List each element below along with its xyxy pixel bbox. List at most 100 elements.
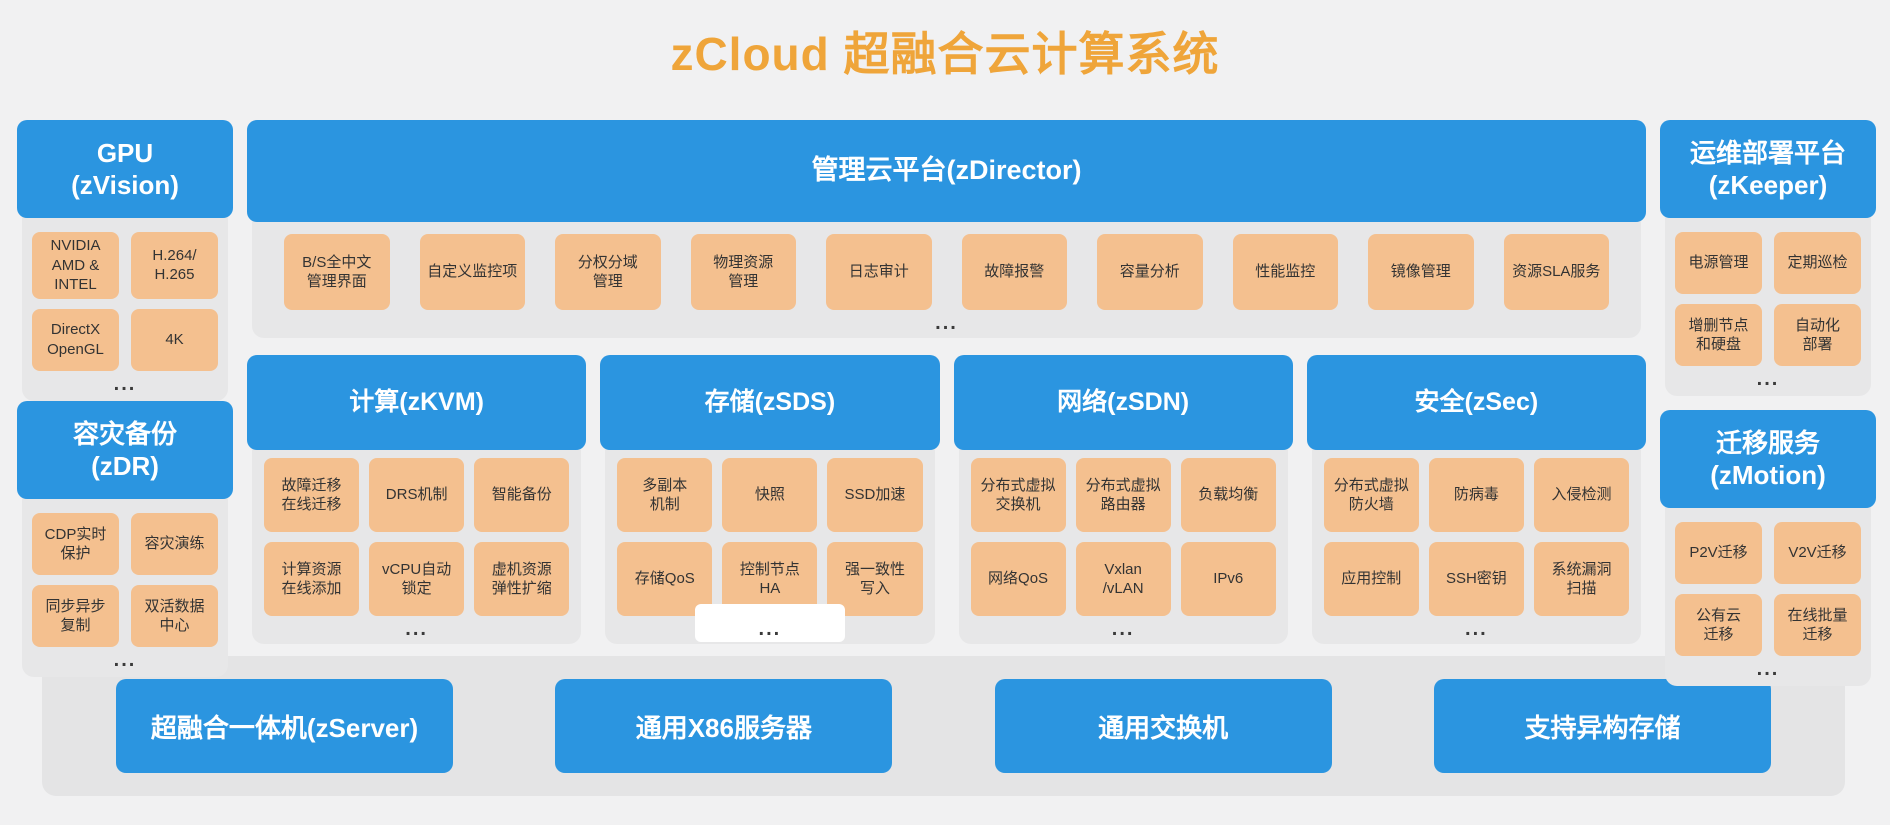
dr-section-body: CDP实时 保护 容灾演练 同步异步 复制 双活数据 中心 ... <box>22 487 228 677</box>
motion-section-body: P2V迁移 V2V迁移 公有云 迁移 在线批量 迁移 ... <box>1665 496 1871 686</box>
section-gpu-zvision: GPU (zVision) NVIDIA AMD & INTEL H.264/ … <box>17 120 233 401</box>
section-compute-zkvm: 计算(zKVM) 故障迁移 在线迁移 DRS机制 智能备份 计算资源 在线添加 … <box>247 355 587 644</box>
feature-box: 系统漏洞 扫描 <box>1533 542 1629 616</box>
feature-box: H.264/ H.265 <box>131 232 218 299</box>
feature-box: 负载均衡 <box>1180 458 1276 532</box>
keeper-title-line1: 运维部署平台 <box>1689 137 1846 168</box>
right-column: 运维部署平台 (zKeeper) 电源管理 定期巡检 增删节点 和硬盘 自动化 … <box>1660 120 1876 686</box>
section-storage-zsds: 存储(zSDS) 多副本 机制 快照 SSD加速 存储QoS 控制节点 HA 强… <box>600 355 940 644</box>
feature-box: NVIDIA AMD & INTEL <box>32 232 119 299</box>
section-director: 管理云平台(zDirector) B/S全中文 管理界面 自定义监控项 分权分域… <box>247 120 1646 338</box>
ellipsis: ... <box>1111 618 1135 640</box>
page-title: zCloud 超融合云计算系统 <box>670 28 1220 80</box>
feature-box: 多副本 机制 <box>617 458 713 532</box>
feature-box: DirectX OpenGL <box>32 308 119 371</box>
feature-box: V2V迁移 <box>1774 522 1861 584</box>
section-dr-zdr: 容灾备份 (zDR) CDP实时 保护 容灾演练 同步异步 复制 双活数据 中心… <box>17 401 233 677</box>
network-items-grid: 分布式虚拟 交换机 分布式虚拟 路由器 负载均衡 网络QoS Vxlan /vL… <box>970 458 1276 616</box>
compute-title-text: 计算(zKVM) <box>349 387 484 416</box>
keeper-items-grid: 电源管理 定期巡检 增删节点 和硬盘 自动化 部署 <box>1675 232 1861 366</box>
section-motion-zmotion: 迁移服务 (zMotion) P2V迁移 V2V迁移 公有云 迁移 在线批量 迁… <box>1660 410 1876 686</box>
feature-box: 同步异步 复制 <box>32 585 119 647</box>
feature-box: 自定义监控项 <box>419 234 525 310</box>
feature-box: 计算资源 在线添加 <box>264 542 360 616</box>
feature-box: 分布式虚拟 路由器 <box>1075 458 1171 532</box>
keeper-section-title: 运维部署平台 (zKeeper) <box>1660 120 1876 218</box>
feature-box: 容灾演练 <box>131 513 218 575</box>
hardware-box-zserver: 超融合一体机(zServer) <box>116 679 453 773</box>
feature-box: CDP实时 保护 <box>32 513 119 575</box>
feature-box: 防病毒 <box>1428 458 1524 532</box>
gpu-section-body: NVIDIA AMD & INTEL H.264/ H.265 DirectX … <box>22 206 228 401</box>
section-network-zsdn: 网络(zSDN) 分布式虚拟 交换机 分布式虚拟 路由器 负载均衡 网络QoS … <box>953 355 1293 644</box>
ellipsis: ... <box>758 618 782 640</box>
feature-box: 网络QoS <box>970 542 1066 616</box>
ellipsis: ... <box>935 312 958 334</box>
director-items-row: B/S全中文 管理界面 自定义监控项 分权分域 管理 物理资源 管理 日志审计 … <box>284 234 1609 310</box>
storage-title-text: 存储(zSDS) <box>704 387 836 416</box>
feature-box: 容量分析 <box>1097 234 1203 310</box>
feature-box: DRS机制 <box>369 458 465 532</box>
feature-box: 日志审计 <box>826 234 932 310</box>
motion-section-title: 迁移服务 (zMotion) <box>1660 410 1876 508</box>
feature-box: SSH密钥 <box>1428 542 1524 616</box>
feature-box: 分布式虚拟 交换机 <box>970 458 1066 532</box>
gpu-section-title: GPU (zVision) <box>17 120 233 218</box>
motion-items-grid: P2V迁移 V2V迁移 公有云 迁移 在线批量 迁移 <box>1675 522 1861 656</box>
ellipsis: ... <box>1465 618 1488 640</box>
section-security-zsec: 安全(zSec) 分布式虚拟 防火墙 防病毒 入侵检测 应用控制 SSH密钥 系… <box>1306 355 1646 644</box>
network-section-body: 分布式虚拟 交换机 分布式虚拟 路由器 负载均衡 网络QoS Vxlan /vL… <box>958 438 1288 644</box>
feature-box: SSD加速 <box>827 458 923 532</box>
keeper-section-body: 电源管理 定期巡检 增删节点 和硬盘 自动化 部署 ... <box>1665 206 1871 396</box>
feature-box: 虚机资源 弹性扩缩 <box>474 542 570 616</box>
compute-section-title: 计算(zKVM) <box>247 355 587 450</box>
feature-box: 物理资源 管理 <box>690 234 796 310</box>
director-section-title: 管理云平台(zDirector) <box>247 120 1646 222</box>
feature-box: IPv6 <box>1180 542 1276 616</box>
ellipsis: ... <box>405 618 428 640</box>
feature-box: 控制节点 HA <box>722 542 818 616</box>
dr-title-line2: (zDR) <box>91 451 159 481</box>
feature-box: 强一致性 写入 <box>827 542 923 616</box>
main-area: GPU (zVision) NVIDIA AMD & INTEL H.264/ … <box>17 120 1876 686</box>
ellipsis: ... <box>113 372 137 395</box>
ellipsis: ... <box>113 649 137 671</box>
feature-box: 快照 <box>722 458 818 532</box>
feature-box: 资源SLA服务 <box>1503 234 1609 310</box>
dr-title-line1: 容灾备份 <box>72 418 177 449</box>
hardware-box-x86-server: 通用X86服务器 <box>555 679 893 773</box>
feature-box: 故障迁移 在线迁移 <box>264 458 360 532</box>
feature-box: vCPU自动 锁定 <box>369 542 465 616</box>
ellipsis: ... <box>1756 658 1780 680</box>
feature-box: 智能备份 <box>474 458 570 532</box>
keeper-title-line2: (zKeeper) <box>1708 170 1828 200</box>
feature-box: 存储QoS <box>617 542 713 616</box>
security-section-body: 分布式虚拟 防火墙 防病毒 入侵检测 应用控制 SSH密钥 系统漏洞 扫描 ..… <box>1311 438 1641 644</box>
feature-box: 入侵检测 <box>1533 458 1629 532</box>
feature-box: 增删节点 和硬盘 <box>1675 304 1762 366</box>
feature-box: 双活数据 中心 <box>131 585 218 647</box>
ellipsis: ... <box>1756 368 1780 390</box>
compute-section-body: 故障迁移 在线迁移 DRS机制 智能备份 计算资源 在线添加 vCPU自动 锁定… <box>252 438 582 644</box>
hardware-bar: 超融合一体机(zServer) 通用X86服务器 通用交换机 支持异构存储 <box>42 656 1845 796</box>
subsystem-row: 计算(zKVM) 故障迁移 在线迁移 DRS机制 智能备份 计算资源 在线添加 … <box>247 355 1646 644</box>
highlight-chip <box>694 604 845 642</box>
gpu-title-line2: (zVision) <box>71 170 179 200</box>
network-title-text: 网络(zSDN) <box>1057 387 1190 416</box>
feature-box: 镜像管理 <box>1368 234 1474 310</box>
feature-box: Vxlan /vLAN <box>1075 542 1171 616</box>
motion-title-line2: (zMotion) <box>1710 460 1826 490</box>
gpu-items-grid: NVIDIA AMD & INTEL H.264/ H.265 DirectX … <box>32 232 218 371</box>
section-keeper-zkeeper: 运维部署平台 (zKeeper) 电源管理 定期巡检 增删节点 和硬盘 自动化 … <box>1660 120 1876 396</box>
security-section-title: 安全(zSec) <box>1306 355 1646 450</box>
storage-more-wrap: ... <box>617 604 922 642</box>
compute-items-grid: 故障迁移 在线迁移 DRS机制 智能备份 计算资源 在线添加 vCPU自动 锁定… <box>264 458 570 616</box>
storage-section-body: 多副本 机制 快照 SSD加速 存储QoS 控制节点 HA 强一致性 写入 ..… <box>605 438 935 644</box>
feature-box: P2V迁移 <box>1675 522 1762 584</box>
feature-box: 定期巡检 <box>1774 232 1861 294</box>
storage-section-title: 存储(zSDS) <box>600 355 940 450</box>
feature-box: 故障报警 <box>961 234 1067 310</box>
feature-box: 电源管理 <box>1675 232 1762 294</box>
hardware-box-heterogeneous-storage: 支持异构存储 <box>1433 679 1771 773</box>
